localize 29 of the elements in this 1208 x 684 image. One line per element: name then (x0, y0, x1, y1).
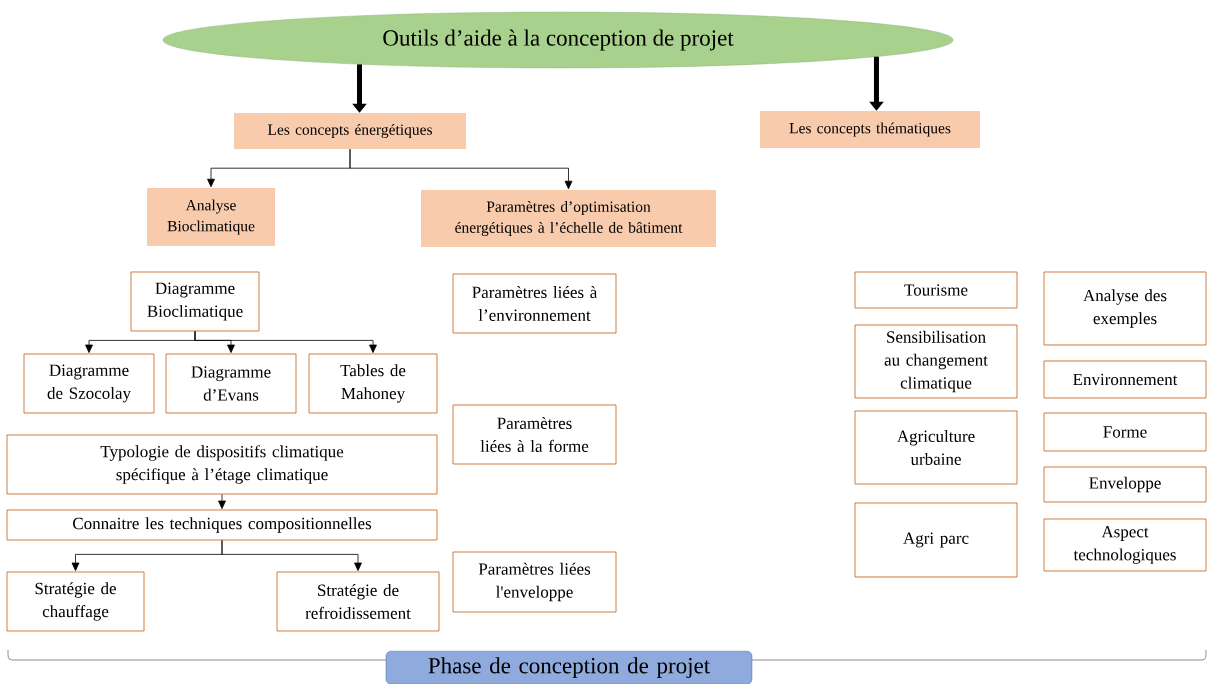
topic-box: Paramètres liées à la forme (452, 404, 617, 465)
arrow (218, 494, 226, 509)
phase-box: Phase de conception de projet (385, 651, 753, 684)
arrow (349, 148, 573, 190)
topic-box: Paramètres liées l'enveloppe (452, 551, 617, 613)
topic-box: Sensibilisation au changement climatique (854, 324, 1018, 399)
arrow (221, 540, 362, 571)
topic-box: Diagramme d’Evans (165, 353, 297, 414)
topic-box: Connaitre les techniques compositionnelles (6, 509, 438, 541)
topic-box: Forme (1043, 412, 1207, 452)
topic-box: Analyse des exemples (1043, 271, 1207, 346)
topic-box: Typologie de dispositifs climatique spécifique à l’étage climatique (6, 434, 438, 495)
topic-box: Diagramme de Szocolay (23, 353, 155, 414)
topic-box: Aspect technologiques (1043, 518, 1207, 572)
topic-box: Paramètres liées à l’environnement (452, 273, 617, 334)
topic-box: Diagramme Bioclimatique (130, 271, 260, 332)
topic-box: Agri parc (854, 502, 1018, 578)
topic-box: Stratégie de chauffage (6, 571, 145, 632)
topic-box: Environnement (1043, 360, 1207, 399)
topic-box: Enveloppe (1043, 466, 1207, 503)
concept-box: Analyse Bioclimatique (147, 188, 275, 246)
concept-box: Paramètres d’optimisation énergétiques à l’échelle de bâtiment (421, 190, 716, 247)
topic-box: Agriculture urbaine (854, 410, 1018, 485)
topic-box: Stratégie de refroidissement (276, 571, 440, 632)
arrow (194, 331, 377, 353)
concept-box: Les concepts énergétiques (234, 113, 466, 149)
concept-box: Les concepts thématiques (760, 111, 980, 148)
topic-box: Tourisme (854, 271, 1018, 309)
topic-box: Tables de Mahoney (308, 353, 438, 414)
